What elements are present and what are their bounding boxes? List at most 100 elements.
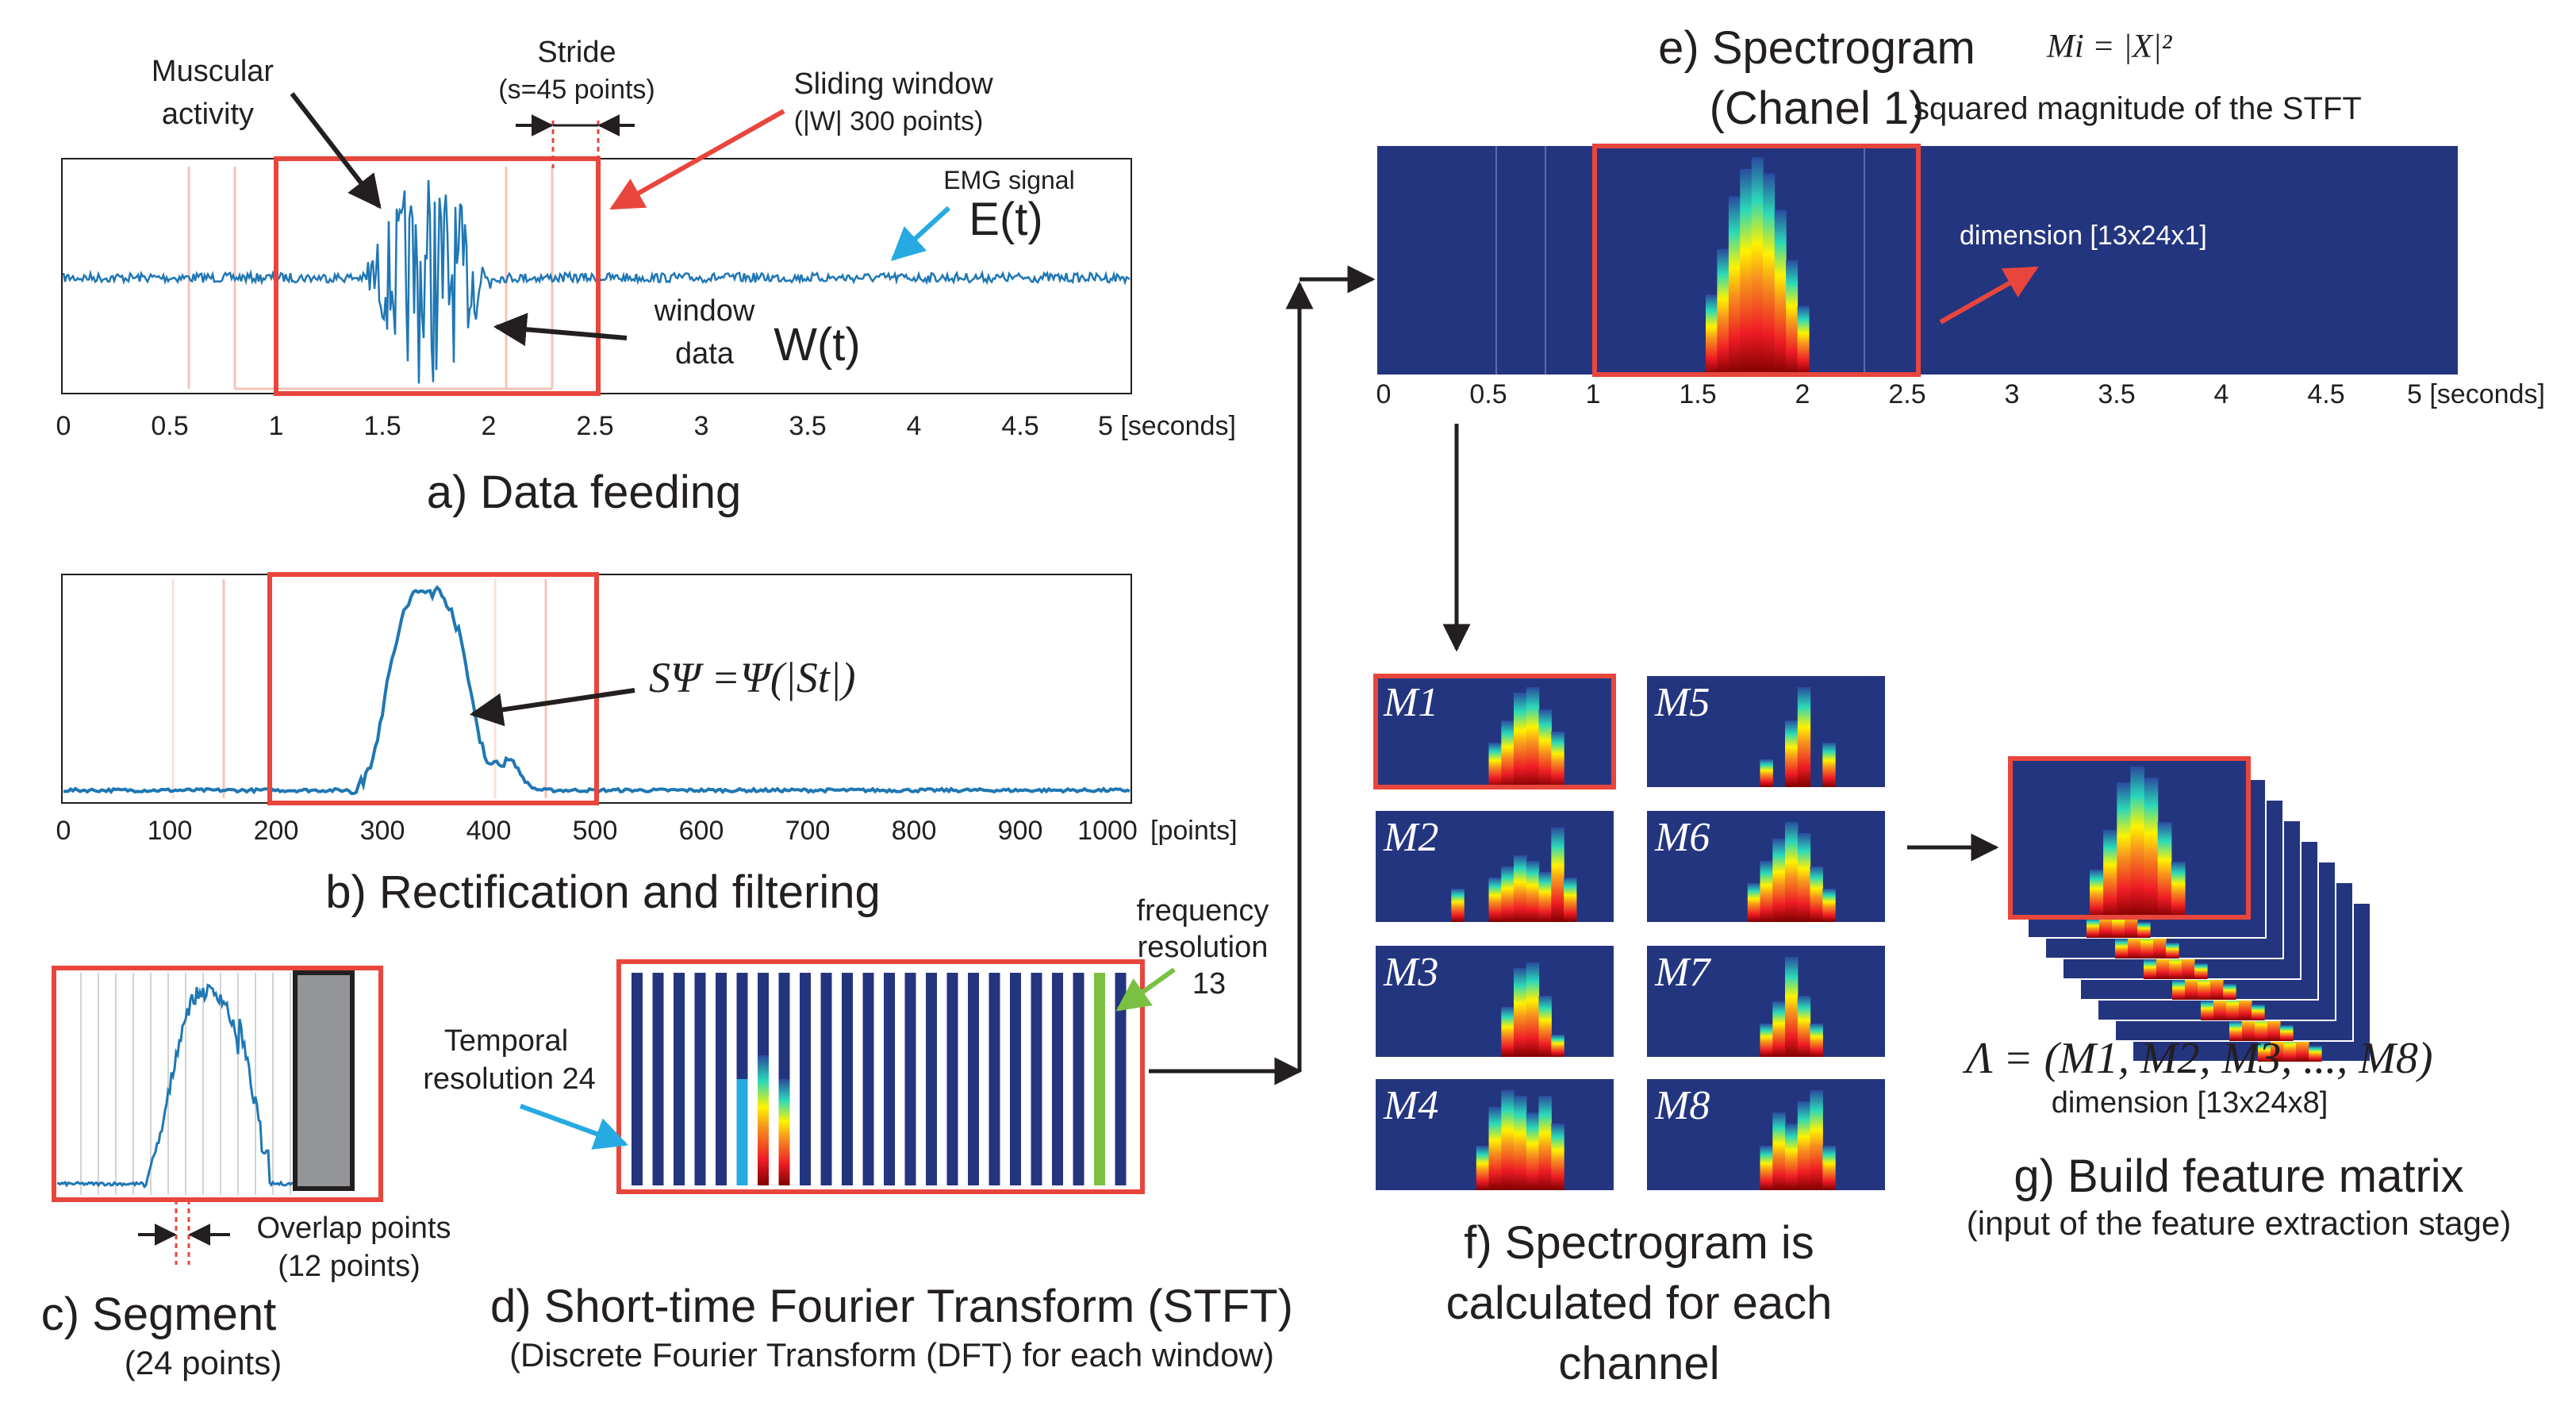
panel-e-formula: Mi = |X|² [2046, 29, 2173, 65]
axis-tick-label: 900 [998, 816, 1043, 846]
axis-tick-label: 2.5 [1888, 379, 1925, 409]
feature-matrix-layer [2008, 756, 2251, 920]
sliding-window-label: Sliding window [793, 67, 993, 101]
panel-d: Temporal resolution 24 frequency resolut… [423, 894, 1293, 1373]
axis-tick-label: 2 [482, 411, 497, 441]
axis-tick-label: 300 [360, 816, 405, 846]
segment-box [52, 966, 383, 1202]
axis-tick-label: 3 [2005, 379, 2020, 409]
emg-arrow [890, 206, 951, 261]
channel-label: M7 [1654, 950, 1711, 995]
panel-e-title-line1: e) Spectrogram [1658, 22, 1975, 74]
axis-tick-label: 3.5 [789, 411, 826, 441]
axis-tick-label: 1.5 [363, 411, 401, 441]
axis-tick-label: 5 [seconds] [2407, 379, 2545, 409]
axis-tick-label: 1 [1586, 379, 1601, 409]
axis-tick-label: 100 [148, 816, 193, 846]
temporal-label: Temporal [444, 1024, 568, 1058]
axis-tick-label: 4 [2214, 379, 2229, 409]
formula-arrow [469, 688, 635, 727]
channel-spectrogram-4: M4 [1376, 1079, 1614, 1190]
emg-signal-label: EMG signal [943, 166, 1074, 194]
channel-spectrogram-6: M6 [1647, 811, 1885, 922]
overlap-block [293, 970, 355, 1191]
panel-c-caption: c) Segment [41, 1289, 277, 1340]
channel-spectrogram-8: M8 [1647, 1079, 1885, 1190]
panel-g [2008, 756, 2371, 1062]
axis-tick-label: 2.5 [576, 411, 613, 441]
panel-f-caption-line2: calculated for each [1446, 1277, 1833, 1329]
axis-tick-label: 2 [1795, 379, 1810, 409]
panel-d-caption: d) Short-time Fourier Transform (STFT) [490, 1281, 1293, 1332]
axis-tick-label: 1 [269, 411, 284, 441]
stft-columns [632, 973, 1127, 1185]
channel-spectrogram-1: M1 [1373, 674, 1616, 789]
channel-label: M8 [1654, 1083, 1710, 1128]
axis-tick-label: 4 [907, 411, 922, 441]
panel-a-caption: a) Data feeding [427, 467, 742, 518]
panel-d-subcaption: (Discrete Fourier Transform (DFT) for ea… [509, 1336, 1274, 1373]
axis-tick-label: 700 [785, 816, 831, 846]
window-symbol: W(t) [774, 319, 861, 371]
panel-b-formula: SΨ =Ψ(|St|) [649, 654, 856, 701]
temporal-arrow [519, 1104, 628, 1150]
axis-tick-label: 4.5 [1001, 411, 1038, 441]
channel-spectrogram-3: M3 [1376, 946, 1614, 1057]
muscular-label: Muscular [152, 55, 274, 88]
panel-g-formula: Λ = (M1, M2, M3, ..., M8) [1962, 1034, 2433, 1083]
emg-symbol: E(t) [969, 194, 1042, 245]
panel-g-dimension: dimension [13x24x8] [2052, 1086, 2328, 1120]
channel-label: M6 [1654, 815, 1710, 860]
axis-tick-label: 500 [573, 816, 618, 846]
sliding-window-box [274, 156, 601, 396]
channel-label: M1 [1383, 680, 1438, 725]
activity-label: activity [162, 98, 254, 131]
spectrogram-window-box [1592, 144, 1921, 377]
stride-label: Stride [537, 36, 616, 69]
axis-tick-label: 3.5 [2098, 379, 2135, 409]
frequency-label: frequency [1137, 894, 1269, 928]
channel-label: M4 [1383, 1083, 1438, 1128]
axis-tick-label: 0.5 [1469, 379, 1507, 409]
panel-c: Overlap points (12 points) c) Segment (2… [41, 966, 451, 1381]
channel-spectrogram-5: M5 [1647, 676, 1885, 787]
segment-grid-lines [80, 973, 291, 1195]
axis-tick-label: 200 [254, 816, 299, 846]
muscular-arrow [290, 92, 382, 209]
channel-label: M3 [1383, 950, 1438, 995]
channel-label: M5 [1654, 680, 1710, 725]
rectified-window-box [267, 572, 599, 805]
axis-tick-label: 3 [694, 411, 709, 441]
window-data-arrow [493, 313, 628, 347]
panel-e-formula-desc: squared magnitude of the STFT [1914, 91, 2362, 126]
panel-c-subcaption: (24 points) [125, 1344, 282, 1381]
axis-tick-label: 0.5 [151, 411, 188, 441]
panel-f-caption-line3: channel [1558, 1338, 1719, 1389]
panel-g-caption: g) Build feature matrix [2014, 1151, 2463, 1202]
overlap-detail: (12 points) [278, 1250, 420, 1283]
segment-signal [56, 983, 297, 1189]
spectrogram-channel1-heat [1706, 157, 1810, 375]
axis-tick-label: 5 [seconds] [1098, 411, 1236, 441]
frequency-arrow [1115, 967, 1176, 1012]
axis-tick-label: 0 [1376, 379, 1392, 409]
axis-tick-label: 1.5 [1679, 379, 1716, 409]
axis-tick-label: 400 [466, 816, 512, 846]
axis-tick-label: 1000 [1077, 816, 1138, 846]
axis-tick-label: 800 [892, 816, 937, 846]
temporal-detail: resolution 24 [423, 1062, 596, 1096]
dimension-arrow [1939, 266, 2039, 325]
sliding-window-detail: (|W| 300 points) [794, 106, 984, 136]
sliding-window-arrow [609, 109, 785, 210]
panel-e-axis-ticks: 0 0.5 1 1.5 2 2.5 3 3.5 4 4.5 5 [seconds] [1376, 379, 2545, 409]
overlap-label: Overlap points [256, 1212, 451, 1245]
panel-g-subcaption: (input of the feature extraction stage) [1967, 1204, 2511, 1242]
axis-tick-label: 4.5 [2307, 379, 2344, 409]
frequency-detail: resolution [1138, 931, 1269, 964]
axis-tick-label: [points] [1150, 816, 1238, 846]
stride-detail: (s=45 points) [498, 75, 655, 105]
